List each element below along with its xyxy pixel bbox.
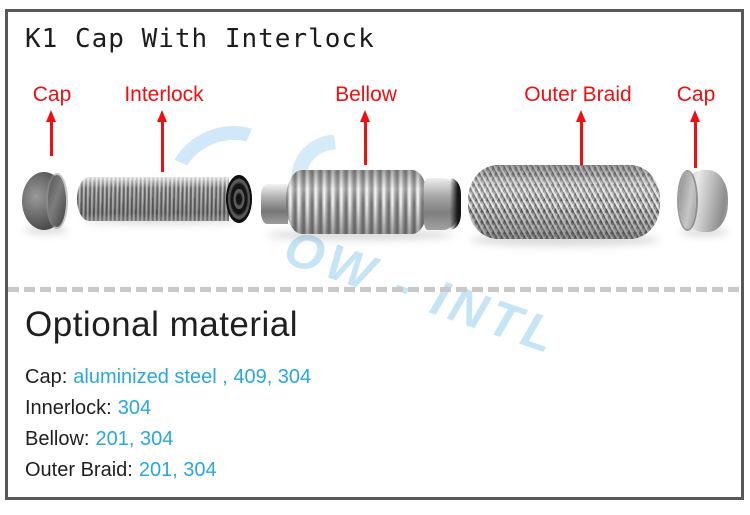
dashed-divider: [8, 287, 741, 292]
arrow-up-icon: [157, 110, 167, 172]
part-shadow: [24, 226, 68, 234]
material-value: aluminized steel , 409, 304: [73, 366, 312, 388]
part-label-cap-left: Cap: [32, 83, 72, 106]
materials-list: Cap:aluminized steel , 409, 304 Innerloc…: [25, 366, 311, 490]
arrow-up-icon: [46, 110, 56, 156]
part-label-interlock: Interlock: [124, 83, 204, 106]
part-interlock-open-end: [226, 175, 252, 223]
material-value: 201, 304: [95, 428, 174, 450]
arrow-up-icon: [690, 110, 700, 168]
material-name: Cap:: [25, 366, 68, 388]
part-interlock-image: [77, 177, 229, 221]
part-cap-right-image: [679, 170, 728, 232]
materials-heading: Optional material: [25, 305, 299, 344]
part-bellow-collar-left: [261, 184, 288, 224]
material-name: Innerlock:: [25, 397, 112, 419]
material-value: 304: [117, 397, 152, 419]
page-title: K1 Cap With Interlock: [25, 24, 375, 54]
material-row-cap: Cap:aluminized steel , 409, 304: [25, 366, 311, 397]
part-label-outer-braid: Outer Braid: [524, 83, 632, 106]
arrow-up-icon: [360, 110, 370, 165]
part-bellow-collar-right: [424, 178, 461, 230]
part-bellow-image: [286, 170, 428, 234]
part-cap-left-image: [22, 172, 66, 230]
material-name: Bellow:: [25, 428, 90, 450]
material-row-bellow: Bellow:201, 304: [25, 428, 311, 459]
part-label-bellow: Bellow: [335, 83, 397, 106]
material-row-outer-braid: Outer Braid:201, 304: [25, 459, 311, 490]
material-name: Outer Braid:: [25, 459, 133, 481]
part-outer-braid-image: [468, 165, 660, 239]
arrow-up-icon: [576, 110, 586, 172]
part-shadow: [680, 228, 728, 236]
part-label-cap-right: Cap: [676, 83, 716, 106]
material-value: 201, 304: [138, 459, 217, 481]
image-frame: [5, 9, 744, 500]
material-row-innerlock: Innerlock:304: [25, 397, 311, 428]
part-shadow: [266, 230, 454, 240]
